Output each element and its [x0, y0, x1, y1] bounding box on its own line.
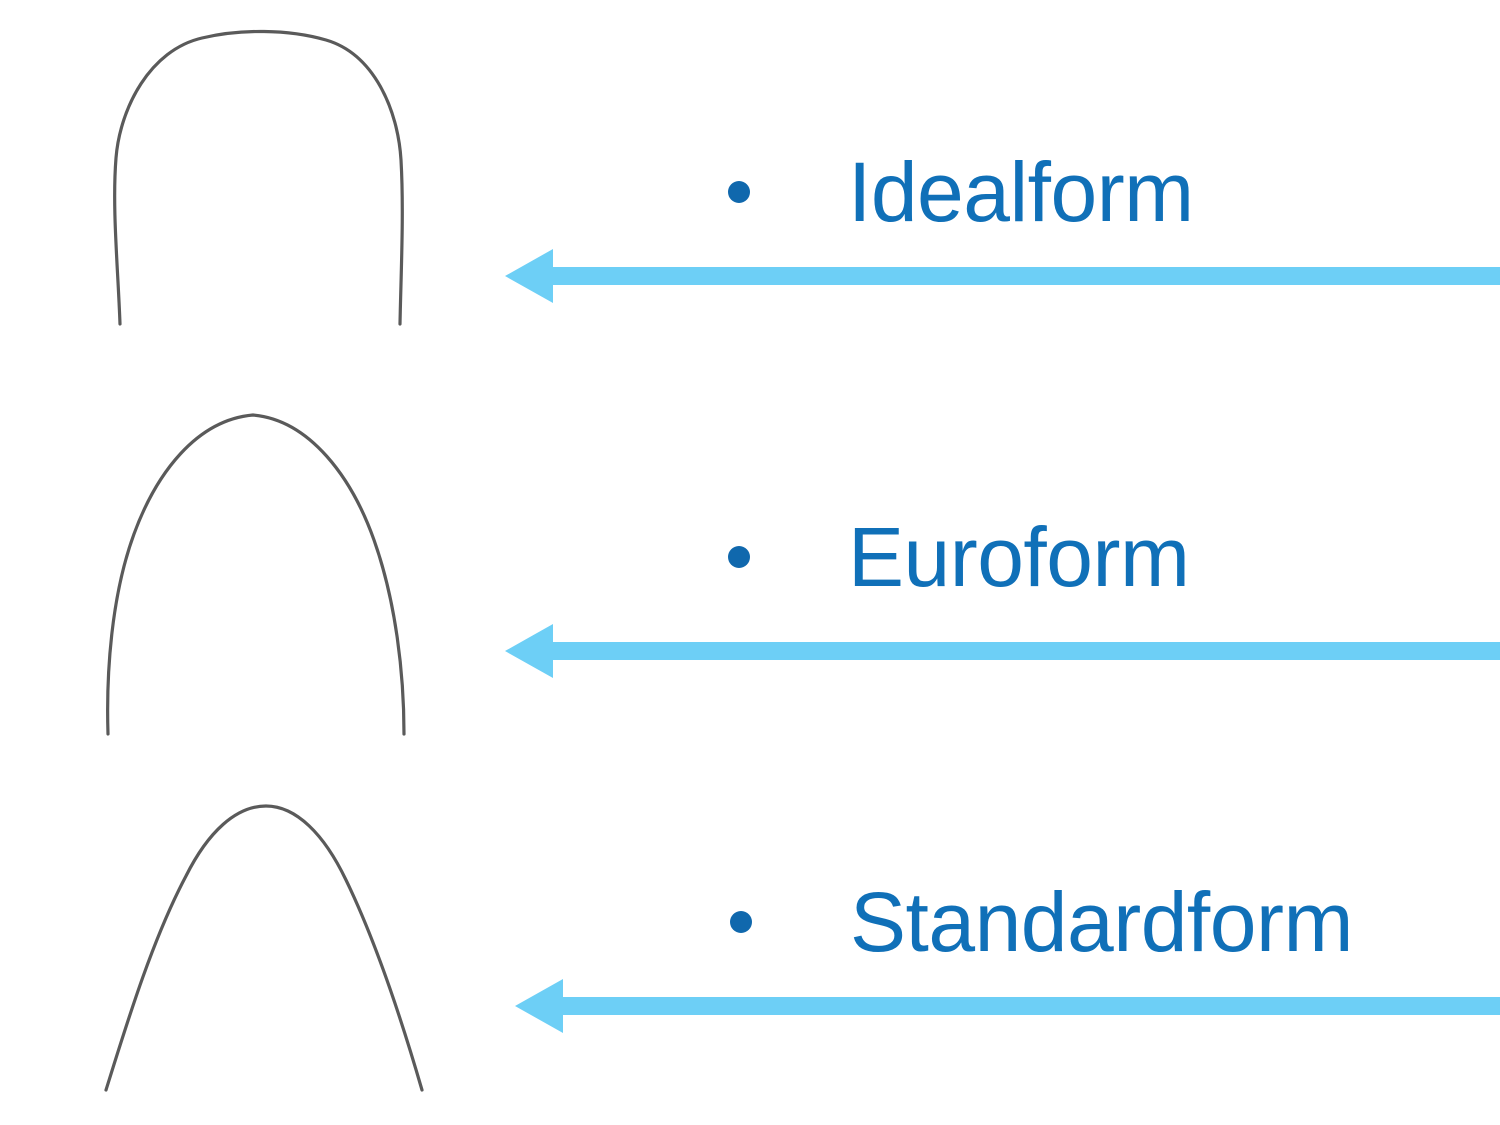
arrow-left-icon — [505, 624, 1500, 678]
bullet-point-icon — [728, 181, 750, 203]
list-item-euroform: Euroform — [728, 510, 1190, 604]
archwire-idealform-path — [113, 29, 404, 326]
bullet-point-icon — [730, 911, 752, 933]
arrow-left-shape — [505, 624, 1500, 678]
archwire-standardform-drawing — [104, 804, 424, 1092]
arrow-left-icon — [505, 249, 1500, 303]
arrow-left-shape — [505, 249, 1500, 303]
list-item-standardform: Standardform — [730, 880, 1353, 964]
list-item-idealform: Idealform — [728, 150, 1194, 234]
arrow-pointing-to-standardform — [515, 971, 1500, 1041]
list-item-label: Idealform — [848, 145, 1194, 239]
archwire-euroform — [0, 398, 500, 743]
arrow-pointing-to-idealform — [505, 241, 1500, 311]
arrow-pointing-to-euroform — [505, 616, 1500, 686]
archwire-standardform — [0, 788, 500, 1100]
bullet-point-icon — [728, 546, 750, 568]
archwire-standardform-path — [104, 804, 424, 1092]
archwire-euroform-path — [106, 413, 406, 736]
archwire-euroform-drawing — [106, 413, 406, 736]
arrow-left-shape — [515, 979, 1500, 1033]
arrow-left-icon — [515, 979, 1500, 1033]
list-item-label: Euroform — [848, 510, 1190, 604]
archwire-idealform-drawing — [113, 29, 404, 326]
list-item-label: Standardform — [850, 875, 1353, 969]
archwire-idealform — [0, 18, 500, 338]
